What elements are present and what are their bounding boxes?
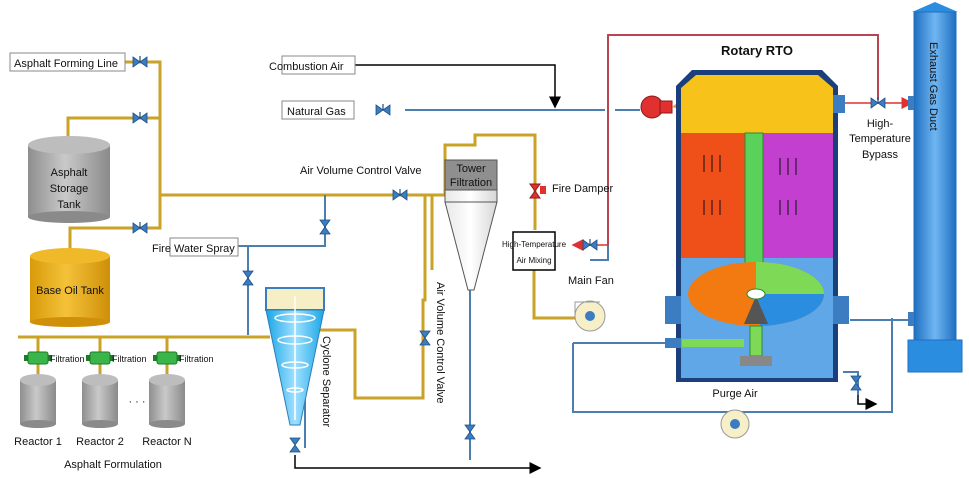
fire-damper-icon[interactable] bbox=[529, 183, 541, 199]
filtration-label-1: Filtration bbox=[50, 354, 85, 364]
fire-water-spray-box bbox=[169, 237, 239, 257]
reactor-1-label: Reactor 1 bbox=[14, 436, 62, 448]
combustion-air-box bbox=[281, 55, 356, 75]
filtration-label-2: Filtration bbox=[112, 354, 147, 364]
filtration-label-3: Filtration bbox=[179, 354, 214, 364]
main-fan-label: Main Fan bbox=[568, 275, 614, 287]
valve-base-oil bbox=[132, 221, 148, 234]
valve-forming-line bbox=[132, 55, 148, 68]
asphalt-forming-line-label: Asphalt Forming Line bbox=[14, 58, 118, 70]
tower-filtration-label-1: Tower bbox=[456, 163, 486, 175]
purge-fan[interactable] bbox=[720, 409, 750, 439]
valve-fire-spray bbox=[319, 219, 331, 235]
fire-water-spray-label: Fire Water Spray bbox=[152, 243, 235, 255]
reactor-n-label: Reactor N bbox=[142, 436, 192, 448]
main-fan[interactable] bbox=[574, 300, 606, 332]
natural-gas-label: Natural Gas bbox=[287, 106, 346, 118]
valve-spray-down bbox=[242, 270, 254, 286]
tower-filtration bbox=[444, 159, 498, 291]
cyclone-separator-label: Cyclone Separator bbox=[320, 336, 332, 427]
black-lines bbox=[294, 64, 878, 474]
combustion-air-label: Combustion Air bbox=[269, 61, 344, 73]
valve-natural-gas bbox=[375, 103, 391, 116]
air-volume-control-valve-vertical-label: Air Volume Control Valve bbox=[434, 282, 446, 403]
valve-cyclone-out bbox=[289, 437, 301, 453]
reactor-dots: · · · bbox=[128, 396, 145, 408]
reactor-2-label: Reactor 2 bbox=[76, 436, 124, 448]
natural-gas-box bbox=[281, 100, 355, 120]
fire-damper-actuator bbox=[540, 186, 546, 194]
asphalt-pipes bbox=[18, 60, 585, 400]
cyclone-separator bbox=[265, 287, 325, 426]
fire-damper-label: Fire Damper bbox=[552, 183, 613, 195]
bypass-label-1: High- bbox=[867, 118, 894, 130]
air-mixing-label-2: Air Mixing bbox=[516, 256, 551, 265]
air-mixing-label-1: High-Temperature bbox=[502, 240, 567, 249]
valve-air-volume bbox=[392, 188, 408, 201]
rotary-rto bbox=[665, 70, 849, 382]
reactors bbox=[20, 374, 185, 428]
asphalt-forming-line-box bbox=[9, 52, 126, 72]
exhaust-chimney bbox=[907, 2, 963, 373]
filters bbox=[23, 351, 182, 365]
bypass-label-2: Temperature bbox=[849, 133, 911, 145]
air-volume-control-valve-label: Air Volume Control Valve bbox=[300, 165, 421, 177]
rto-flow-arrows bbox=[703, 155, 797, 215]
asphalt-formulation-label: Asphalt Formulation bbox=[64, 459, 162, 471]
rotary-rto-title: Rotary RTO bbox=[721, 43, 793, 58]
valve-air-mixing bbox=[582, 238, 598, 251]
valve-tower-out bbox=[464, 424, 476, 440]
tower-filtration-label-2: Filtration bbox=[450, 177, 492, 189]
base-oil-tank bbox=[30, 248, 110, 327]
storage-tank-label-3: Tank bbox=[57, 199, 81, 211]
valve-bypass bbox=[870, 96, 886, 109]
purge-air-label: Purge Air bbox=[712, 388, 758, 400]
valve-storage-tank bbox=[132, 111, 148, 124]
base-oil-tank-label: Base Oil Tank bbox=[36, 285, 104, 297]
storage-tank-label-1: Asphalt bbox=[51, 167, 88, 179]
exhaust-gas-duct-label: Exhaust Gas Duct bbox=[927, 42, 939, 131]
asphalt-storage-tank bbox=[28, 136, 110, 223]
air-mixing-box bbox=[512, 231, 556, 271]
storage-tank-label-2: Storage bbox=[50, 183, 89, 195]
valve-purge-out bbox=[850, 375, 862, 391]
bypass-label-3: Bypass bbox=[862, 149, 899, 161]
